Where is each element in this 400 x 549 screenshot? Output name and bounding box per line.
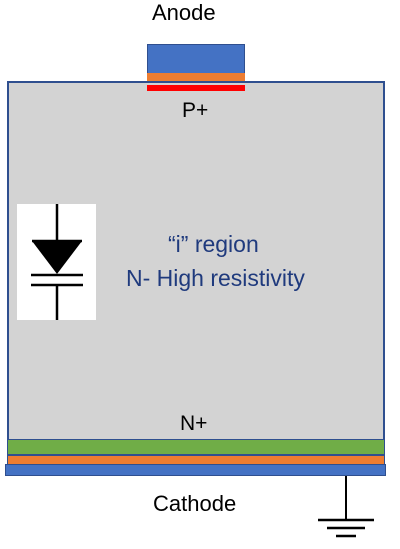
diode-symbol-box [17,204,96,320]
n-plus-label: N+ [180,412,208,435]
anode-metal-contact [147,44,245,74]
anode-label: Anode [152,0,216,25]
diode-icon [31,204,83,320]
ground-icon [318,476,374,538]
cathode-metal-contact [5,464,386,476]
p-plus-layer [147,85,245,91]
n-plus-layer [7,439,385,455]
cathode-label: Cathode [153,491,237,516]
p-plus-label: P+ [182,99,209,122]
region-description: N- High resistivity [126,265,305,291]
region-title: “i” region [168,231,259,257]
